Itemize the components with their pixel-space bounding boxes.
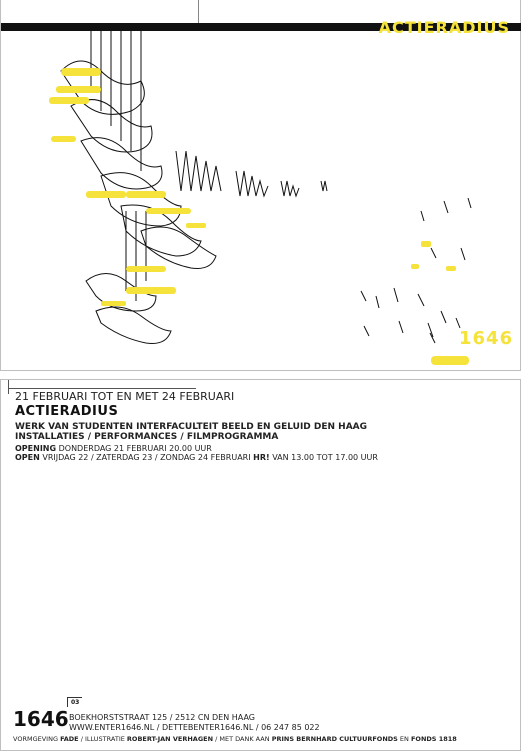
- top-bar: [1, 23, 521, 31]
- postcard-front: ACTIERADIUS: [0, 0, 521, 371]
- crop-mark-vertical: [8, 380, 9, 394]
- front-number: 1646: [459, 328, 514, 349]
- open-text: VRIJDAG 22 / ZATERDAG 23 / ZONDAG 24 FEB…: [42, 453, 251, 462]
- credits-thanks-1: PRINS BERNHARD CULTUURFONDS: [271, 735, 398, 743]
- event-subtitle: WERK VAN STUDENTEN INTERFACULTEIT BEELD …: [15, 422, 368, 432]
- page-number: 03: [67, 697, 83, 707]
- open-line: OPEN VRIJDAG 22 / ZATERDAG 23 / ZONDAG 2…: [15, 453, 378, 462]
- opening-text: DONDERDAG 21 FEBRUARI 20.00 UUR: [58, 444, 212, 453]
- credits-label-and: EN: [399, 735, 409, 743]
- credits-line: VORMGEVING FADE / ILLUSTRATIE ROBERT-JAN…: [13, 735, 457, 743]
- open-label: OPEN: [15, 453, 40, 462]
- open-hr: HR!: [253, 453, 270, 462]
- open-hours: VAN 13.00 TOT 17.00 UUR: [272, 453, 378, 462]
- credits-label-design: VORMGEVING: [13, 735, 58, 743]
- illustration: [49, 31, 472, 365]
- event-dates: 21 FEBRUARI TOT EN MET 24 FEBRUARI: [15, 390, 235, 403]
- yellow-strokes: [49, 68, 469, 365]
- front-title: ACTIERADIUS: [378, 18, 510, 37]
- venue-contact: WWW.ENTER1646.NL / DETTEBENTER1646.NL / …: [69, 723, 320, 732]
- venue-number: 1646: [13, 707, 69, 731]
- hanging-figures: [60, 31, 472, 344]
- crop-mark-horizontal: [8, 388, 196, 389]
- credits-thanks-2: FONDS 1818: [410, 735, 457, 743]
- opening-label: OPENING: [15, 444, 57, 453]
- crop-mark: [198, 0, 199, 23]
- credits-illustration: ROBERT-JAN VERHAGEN: [126, 735, 214, 743]
- credits-label-thanks: / MET DANK AAN: [215, 735, 270, 743]
- credits-design: FADE: [60, 735, 79, 743]
- opening-line: OPENING DONDERDAG 21 FEBRUARI 20.00 UUR: [15, 444, 212, 453]
- event-program: INSTALLATIES / PERFORMANCES / FILMPROGRA…: [15, 432, 279, 442]
- event-title: ACTIERADIUS: [15, 404, 119, 419]
- postcard-back: 21 FEBRUARI TOT EN MET 24 FEBRUARI ACTIE…: [0, 379, 521, 751]
- venue-address: BOEKHORSTSTRAAT 125 / 2512 CN DEN HAAG: [69, 713, 256, 722]
- credits-label-illustration: / ILLUSTRATIE: [80, 735, 125, 743]
